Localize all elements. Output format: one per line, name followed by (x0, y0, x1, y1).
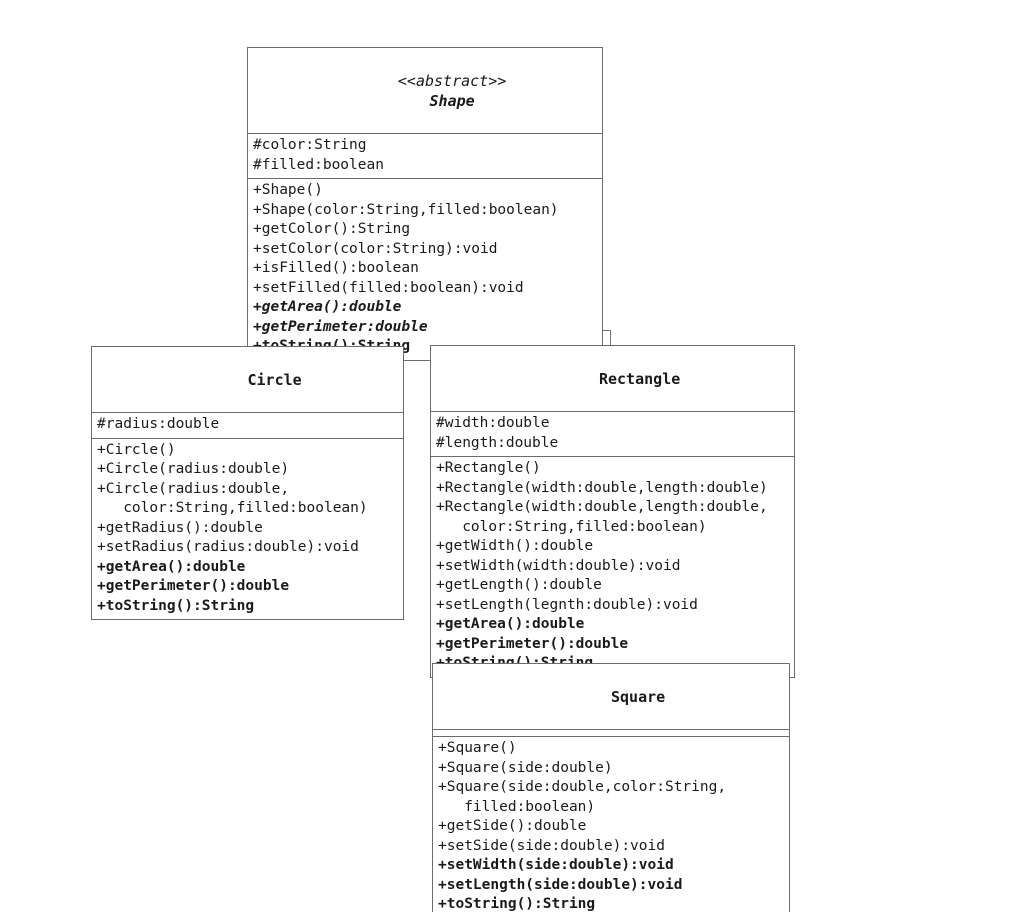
stereotype-label: <<abstract>> (397, 72, 507, 90)
class-name: Shape (429, 92, 475, 110)
method-line: +getArea():double (436, 616, 585, 632)
method-line: +setFilled(filled:boolean):void (253, 279, 524, 296)
method-line: +setWidth(width:double):void (436, 557, 681, 574)
method-line: +getColor():String (253, 221, 411, 237)
method-line: filled:boolean) (438, 798, 596, 815)
method-line: +setLength(side:double):void (438, 876, 683, 893)
class-name: Square (611, 688, 666, 706)
class-title-square: Square (433, 664, 789, 730)
method-line: +Circle() (97, 441, 176, 458)
methods-compartment: +Square() +Square(side:double) +Square(sid… (433, 737, 789, 912)
attributes-compartment: #width:double #length:double (431, 412, 794, 457)
method-line: +Square(side:double) (438, 759, 613, 776)
attributes-compartment: #color:String #filled:boolean (248, 134, 602, 179)
class-title-circle: Circle (92, 347, 403, 413)
method-line: +Rectangle(width:double,length:double, (436, 499, 768, 515)
class-box-rectangle: Rectangle #width:double #length:double +R… (430, 345, 795, 678)
attribute-line: #radius:double (97, 416, 220, 432)
attribute-line: #color:String (253, 137, 367, 153)
method-line: +setWidth(side:double):void (438, 857, 674, 873)
method-line: +getLength():double (436, 577, 602, 593)
method-line: +getPerimeter():double (97, 578, 290, 594)
attribute-line: #width:double (436, 415, 550, 431)
attributes-compartment (433, 730, 789, 737)
class-box-shape: <<abstract>> Shape #color:String #filled:… (247, 47, 603, 361)
class-title-shape: <<abstract>> Shape (248, 48, 602, 134)
attributes-compartment: #radius:double (92, 413, 403, 439)
method-line: +Circle(radius:double, (97, 480, 290, 497)
methods-compartment: +Circle() +Circle(radius:double) +Circle(r… (92, 439, 403, 620)
method-line: +toString():String (438, 896, 596, 912)
method-line: +setColor(color:String):void (253, 240, 498, 257)
method-line: +Rectangle() (436, 460, 541, 476)
method-line: +isFilled():boolean (253, 260, 419, 276)
attribute-line: #filled:boolean (253, 156, 384, 173)
method-line: +getRadius():double (97, 519, 263, 536)
method-line: +Shape() (253, 182, 323, 198)
method-line: +Square(side:double,color:String, (438, 779, 727, 795)
method-line: +getPerimeter():double (436, 635, 629, 652)
method-line: color:String,filled:boolean) (436, 518, 707, 535)
method-line: +getPerimeter:double (253, 318, 428, 335)
methods-compartment: +Rectangle() +Rectangle(width:double,leng… (431, 457, 794, 677)
methods-compartment: +Shape() +Shape(color:String,filled:boole… (248, 179, 602, 360)
method-line: +getArea():double (253, 299, 402, 315)
method-line: +Circle(radius:double) (97, 461, 290, 477)
class-box-circle: Circle #radius:double +Circle() +Circle(r… (91, 346, 404, 620)
method-line: +Shape(color:String,filled:boolean) (253, 201, 559, 218)
class-name: Circle (247, 371, 302, 389)
inheritance-line-rectangle-drop (610, 330, 611, 346)
method-line: +setSide(side:double):void (438, 837, 665, 854)
attribute-line: #length:double (436, 434, 559, 451)
method-line: +Rectangle(width:double,length:double) (436, 479, 768, 496)
method-line: +getSide():double (438, 818, 587, 834)
method-line: +getArea():double (97, 558, 246, 575)
method-line: color:String,filled:boolean) (97, 500, 368, 516)
method-line: +getWidth():double (436, 538, 594, 554)
method-line: +setLength(legnth:double):void (436, 596, 698, 613)
class-name: Rectangle (598, 370, 681, 388)
method-line: +Square() (438, 740, 517, 756)
class-title-rectangle: Rectangle (431, 346, 794, 412)
class-box-square: Square +Square()+Square(side:double)+Squ… (432, 663, 790, 912)
method-line: +setRadius(radius:double):void (97, 539, 359, 555)
method-line: +toString():String (97, 597, 255, 614)
